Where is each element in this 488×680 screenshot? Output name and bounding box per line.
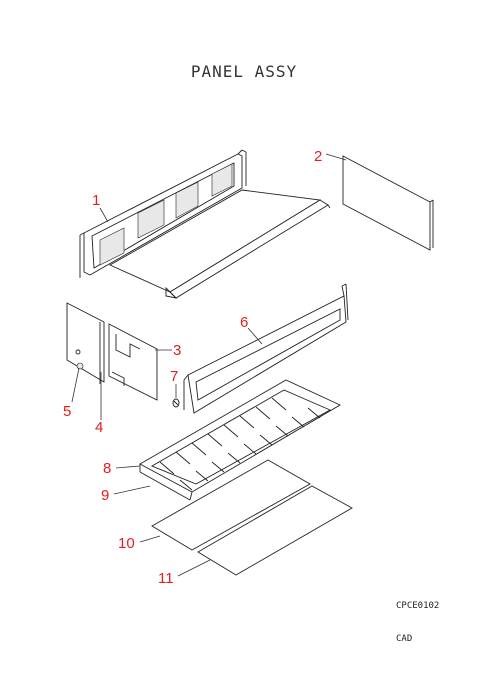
page-title: PANEL ASSY bbox=[190, 62, 298, 81]
front-frame-part bbox=[79, 149, 331, 299]
bottom-plate-1-part bbox=[151, 459, 311, 551]
callout-3: 3 bbox=[173, 342, 181, 359]
bottom-plate-2-part bbox=[197, 485, 353, 576]
callout-2: 2 bbox=[314, 148, 322, 165]
callout-10: 10 bbox=[118, 535, 135, 552]
side-plate-part bbox=[342, 155, 434, 251]
callout-9: 9 bbox=[101, 487, 109, 504]
callout-4: 4 bbox=[95, 419, 103, 436]
small-screw-part bbox=[172, 398, 180, 408]
comb-rail-part bbox=[139, 379, 341, 501]
drawing-code: CPCE0102 bbox=[396, 601, 440, 611]
leader-lines bbox=[71, 153, 347, 577]
screw-part bbox=[76, 362, 84, 370]
callout-6: 6 bbox=[240, 314, 248, 331]
callout-11: 11 bbox=[158, 570, 174, 587]
rear-frame-part bbox=[183, 283, 349, 414]
callout-8: 8 bbox=[103, 460, 111, 477]
callout-7: 7 bbox=[170, 368, 178, 385]
left-cover-part bbox=[66, 302, 105, 384]
cad-label: CAD bbox=[396, 634, 413, 644]
callout-1: 1 bbox=[92, 192, 100, 209]
right-cover-part bbox=[108, 323, 158, 401]
callout-5: 5 bbox=[63, 403, 71, 420]
